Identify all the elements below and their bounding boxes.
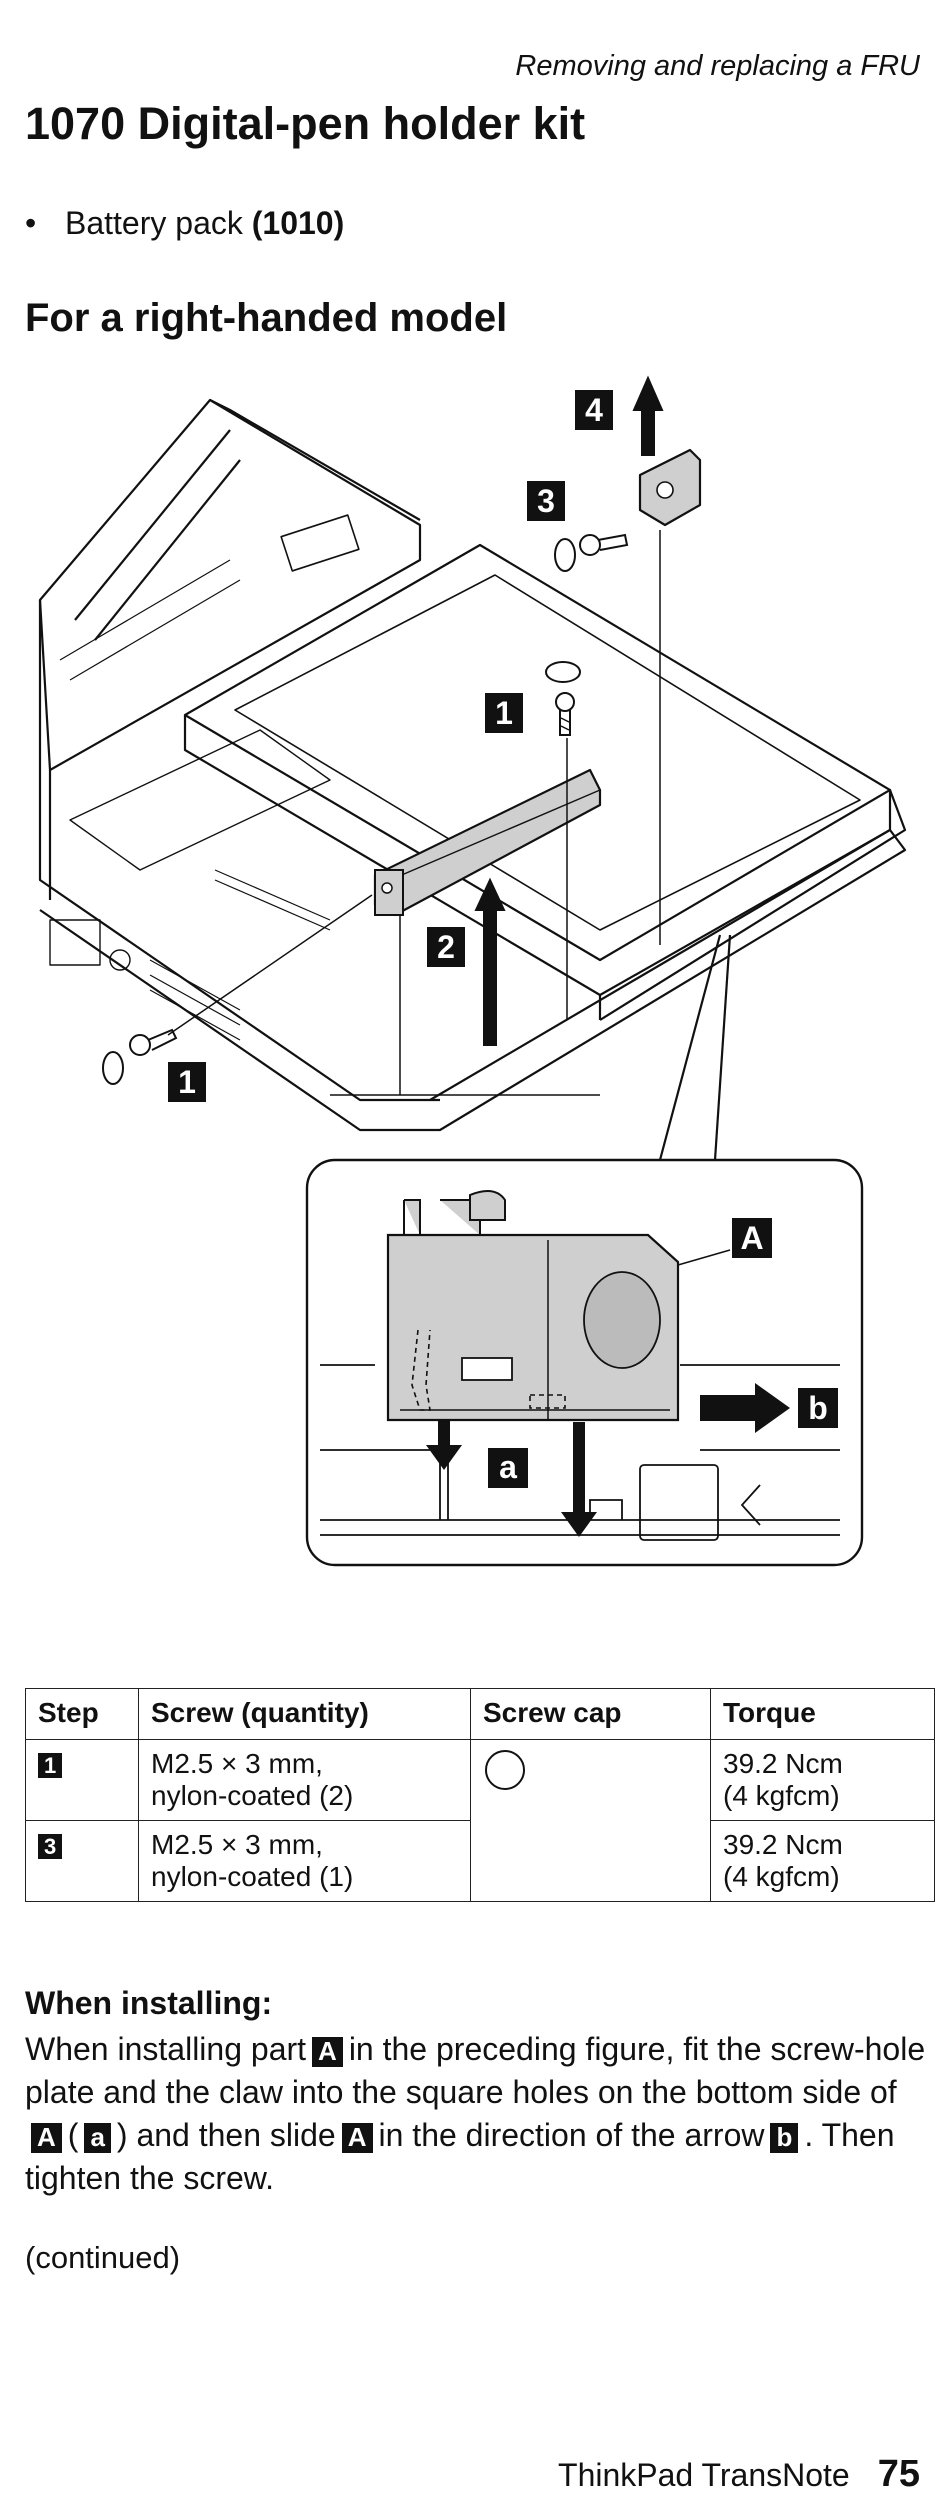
screw-spec-table: Step Screw (quantity) Screw cap Torque 1… <box>25 1688 935 1902</box>
page-title: 1070 Digital-pen holder kit <box>25 98 586 149</box>
callout-inline-a: A <box>341 2122 373 2153</box>
callout-inline-b: b <box>770 2122 799 2153</box>
step-cell: 1 <box>25 1739 139 1821</box>
step-cell: 3 <box>25 1820 139 1902</box>
callout-1-bottom: 1 <box>178 1064 196 1100</box>
col-screw-cap: Screw cap <box>470 1688 711 1740</box>
page-footer: ThinkPad TransNote 75 <box>558 2453 920 2496</box>
arrow-step4 <box>641 404 655 456</box>
laptop-base-front <box>38 600 440 1102</box>
table-row: 1 M2.5 × 3 mm,nylon-coated (2) 39.2 Ncm(… <box>25 1739 935 1902</box>
prerequisite-ref: (1010) <box>251 205 345 241</box>
callout-4: 4 <box>585 392 603 428</box>
table-row: 3 M2.5 × 3 mm,nylon-coated (1) 39.2 Ncm(… <box>25 1820 935 1902</box>
torque-cell: 39.2 Ncm(4 kgfcm) <box>710 1739 935 1821</box>
pen-holder-part <box>373 768 602 917</box>
table-header-row: Step Screw (quantity) Screw cap Torque <box>25 1688 935 1740</box>
installing-heading: When installing: <box>25 1985 273 2021</box>
screw-cell: M2.5 × 3 mm,nylon-coated (1) <box>138 1820 471 1902</box>
running-header: Removing and replacing a FRU <box>515 50 920 82</box>
callout-3: 3 <box>537 483 555 519</box>
bullet-glyph: • <box>25 205 37 241</box>
callout-2: 2 <box>437 929 455 965</box>
callout-1-top: 1 <box>495 695 513 731</box>
prerequisite-text: Battery pack <box>65 205 243 241</box>
removal-figure: 4 3 1 2 1 <box>38 375 907 1567</box>
arrow-b <box>700 1395 760 1421</box>
detail-inset: A a b <box>305 1158 864 1567</box>
callout-detail-b: b <box>808 1390 828 1426</box>
screw-cap-step3 <box>554 538 576 572</box>
footer-product: ThinkPad TransNote <box>558 2457 850 2493</box>
screw-step1-bottom <box>129 1028 178 1056</box>
col-torque: Torque <box>710 1688 935 1740</box>
section-subtitle: For a right-handed model <box>25 296 508 340</box>
step-callout: 1 <box>38 1753 63 1779</box>
callout-inline-a: A <box>31 2122 62 2153</box>
callout-inline-a: A <box>312 2036 343 2067</box>
screw-step1-top <box>555 692 575 736</box>
screw-step3 <box>579 533 629 556</box>
screw-cap-cell <box>470 1739 711 1902</box>
bracket-part <box>638 448 702 527</box>
arrow-step2 <box>483 904 497 1046</box>
screw-cap-top <box>545 661 581 683</box>
col-screw: Screw (quantity) <box>138 1688 471 1740</box>
callout-inline-a-small: a <box>84 2122 111 2153</box>
screw-cap-icon <box>485 1750 525 1790</box>
screw-cell: M2.5 × 3 mm,nylon-coated (2) <box>138 1739 471 1821</box>
step-callout: 3 <box>38 1834 63 1860</box>
tablet-screen <box>234 574 861 931</box>
laptop-base-top <box>38 398 422 772</box>
callout-part-a: A <box>740 1220 763 1256</box>
callout-detail-a: a <box>499 1449 517 1485</box>
continued-note: (continued) <box>25 2240 181 2275</box>
torque-cell: 39.2 Ncm(4 kgfcm) <box>710 1820 935 1902</box>
page-number: 75 <box>877 2453 920 2495</box>
col-step: Step <box>25 1688 139 1740</box>
screw-cap-bottom <box>102 1051 124 1085</box>
battery-bay <box>69 729 331 871</box>
prerequisite-item: • Battery pack (1010) <box>25 205 344 242</box>
